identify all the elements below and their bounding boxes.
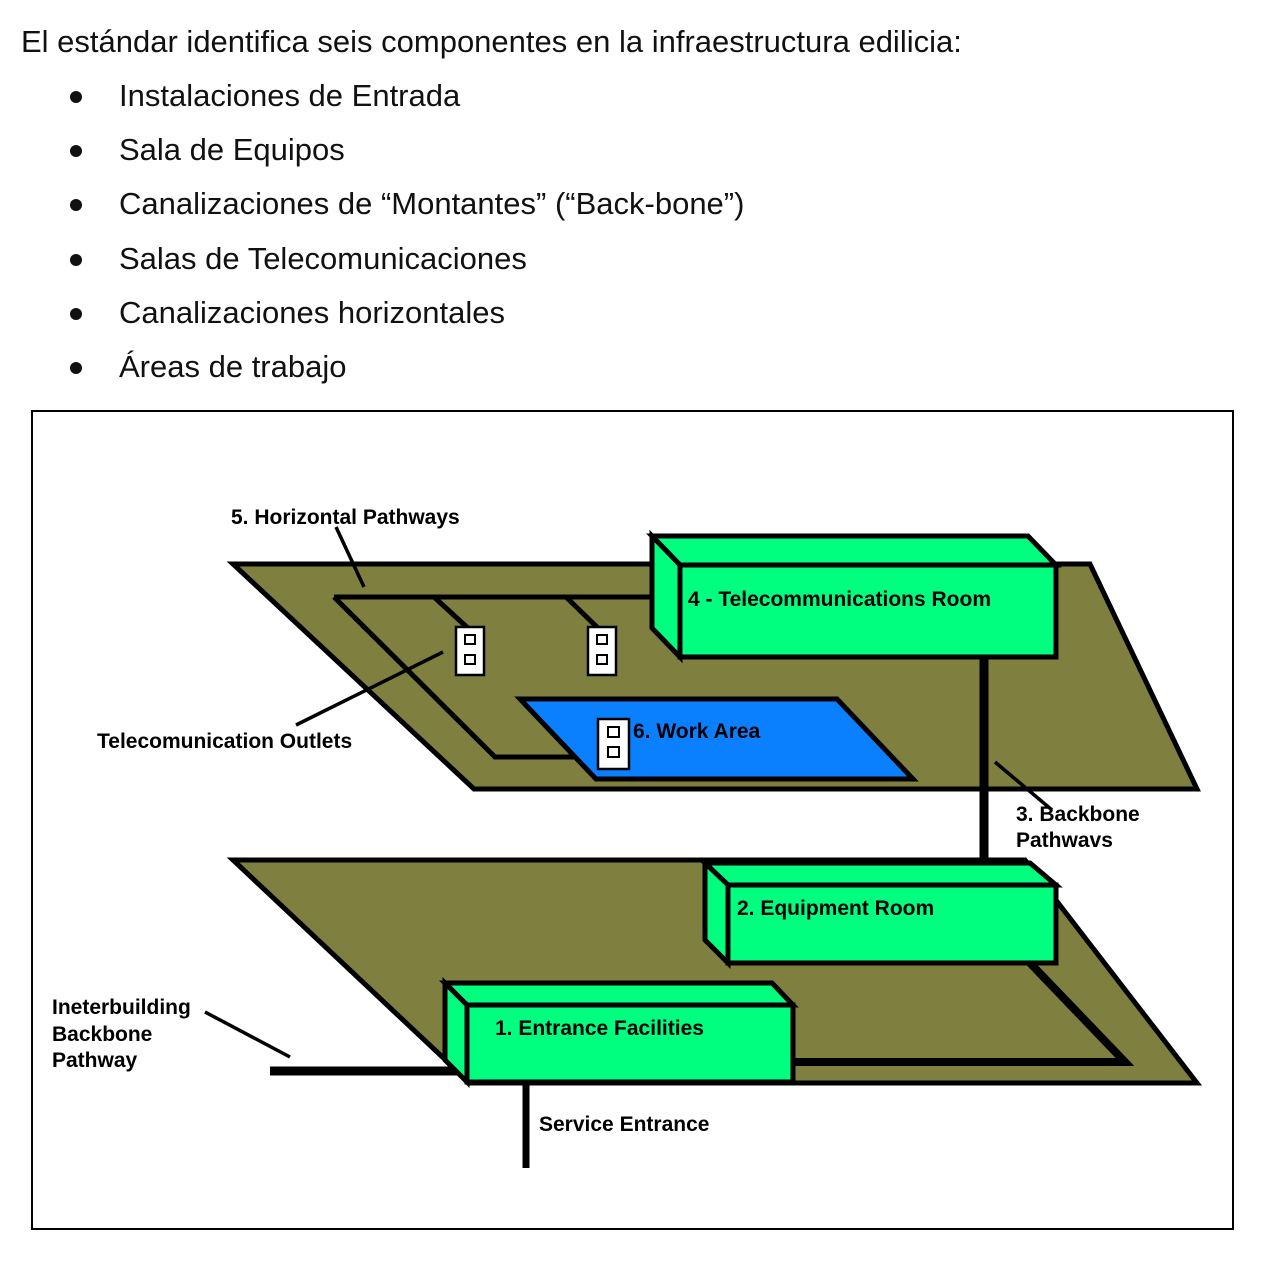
label-entrance-facilities: 1. Entrance Facilities [495, 1017, 704, 1040]
bullet-icon [70, 145, 82, 158]
bullet-icon [70, 253, 82, 266]
label-interbuilding-line1: Ineterbuilding [52, 996, 191, 1019]
equipment-room [698, 857, 1063, 970]
label-telecommunications-room: 4 - Telecommunications Room [688, 588, 991, 611]
label-interbuilding-line3: Pathway [52, 1049, 138, 1072]
outlet-1 [454, 625, 486, 677]
label-equipment-room: 2. Equipment Room [737, 897, 934, 920]
intro-text: El estándar identifica seis componentes … [21, 24, 962, 59]
label-backbone-line2: Pathwavs [1016, 829, 1113, 852]
bullet-icon [70, 199, 82, 212]
bullet-icon [70, 307, 82, 320]
label-horizontal-pathways: 5. Horizontal Pathways [231, 506, 460, 529]
bullet-icon [70, 91, 82, 103]
outlet-2 [586, 625, 618, 677]
lower-backbone-cable [790, 960, 1135, 1066]
telecommunications-room [646, 529, 1062, 664]
label-work-area: 6. Work Area [633, 720, 761, 743]
bullet-icon [70, 361, 82, 374]
label-backbone-line1: 3. Backbone [1016, 803, 1140, 826]
leader-lines [204, 526, 1054, 1059]
horizontal-pathway-cables [332, 594, 654, 760]
diagram-frame [31, 410, 1234, 1230]
label-interbuilding-line2: Backbone [52, 1023, 152, 1046]
entrance-facilities [438, 976, 799, 1089]
outlet-3 [596, 717, 631, 771]
label-service-entrance: Service Entrance [539, 1113, 709, 1136]
label-telecom-outlets: Telecomunication Outlets [97, 730, 352, 753]
